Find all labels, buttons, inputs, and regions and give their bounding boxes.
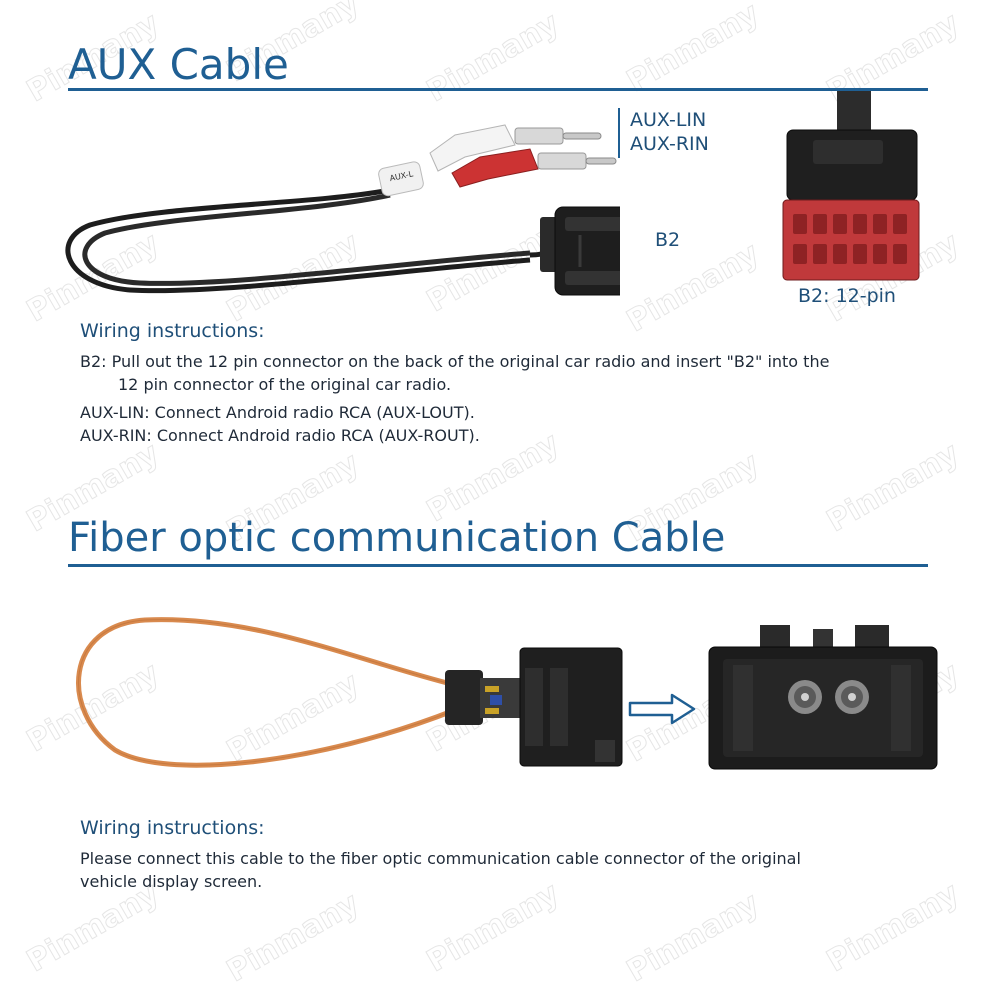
b2-connector [540, 206, 620, 296]
connector-pin [853, 244, 867, 264]
fiber-cable-photo [76, 617, 623, 768]
fiber-port-left [788, 680, 822, 714]
b2-12pin-label: B2: 12-pin [798, 285, 896, 307]
fiber-cable-title: Fiber optic communication Cable [68, 515, 726, 561]
connector-pin [873, 244, 887, 264]
connector-pin [893, 244, 907, 264]
fiber-wiring-heading: Wiring instructions: [80, 817, 265, 839]
connector-pin [873, 214, 887, 234]
connector-pin [833, 214, 847, 234]
watermark-text: Pinmany [221, 885, 366, 990]
aux-lin-instruction: AUX-LIN: Connect Android radio RCA (AUX-… [80, 403, 475, 422]
aux-wiring-heading: Wiring instructions: [80, 320, 265, 342]
fiber-instruction-line2: vehicle display screen. [80, 872, 263, 891]
b2-instruction-line1: B2: Pull out the 12 pin connector on the… [80, 352, 830, 371]
fiber-socket-closeup [708, 625, 938, 770]
aux-title-divider [68, 88, 928, 91]
watermark-text: Pinmany [421, 5, 566, 110]
watermark-text: Pinmany [621, 0, 766, 100]
fiber-wiring-instructions: Wiring instructions: Please connect this… [80, 817, 801, 893]
aux-cable-photo: AUX-L [65, 124, 620, 296]
aux-wiring-instructions: Wiring instructions: B2: Pull out the 12… [80, 320, 829, 447]
b2-12pin-connector-closeup [782, 90, 920, 281]
fiber-port-right [835, 680, 869, 714]
arrow-right-icon [628, 693, 696, 725]
fiber-title-divider [68, 564, 928, 567]
watermark-text: Pinmany [621, 885, 766, 990]
aux-rin-label: AUX-RIN [630, 133, 709, 155]
connector-pin [793, 214, 807, 234]
connector-pin [833, 244, 847, 264]
connector-pin [813, 244, 827, 264]
aux-lin-label: AUX-LIN [630, 109, 707, 131]
aux-rin-instruction: AUX-RIN: Connect Android radio RCA (AUX-… [80, 426, 480, 445]
watermark-text: Pinmany [821, 875, 966, 980]
rca-white-plug [429, 124, 602, 172]
aux-cable-title: AUX Cable [68, 40, 289, 89]
connector-pin [813, 214, 827, 234]
b2-label: B2 [655, 229, 681, 251]
fiber-plug-connector [445, 647, 623, 767]
fiber-instruction-line1: Please connect this cable to the fiber o… [80, 849, 801, 868]
connector-pin [853, 214, 867, 234]
aux-label-bracket [618, 108, 620, 158]
b2-instruction-line2: 12 pin connector of the original car rad… [118, 375, 452, 394]
connector-pin [893, 214, 907, 234]
connector-pin [793, 244, 807, 264]
watermark-text: Pinmany [821, 435, 966, 540]
rca-red-plug [451, 148, 617, 188]
